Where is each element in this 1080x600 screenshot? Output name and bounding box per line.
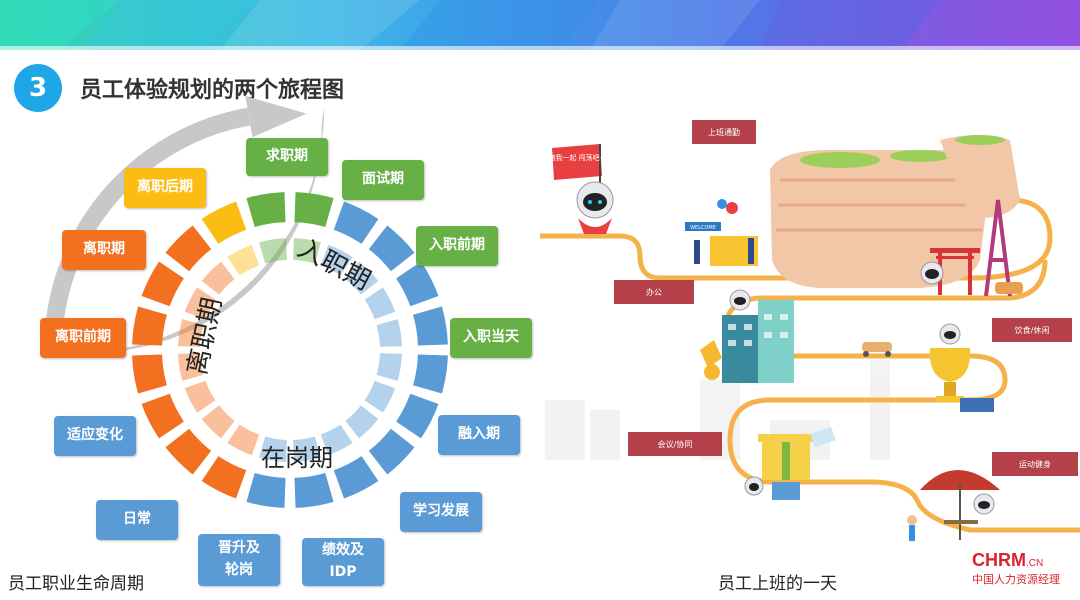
ring-outer-segment — [246, 192, 286, 227]
logo-sub-text: 中国人力资源经理 — [972, 573, 1060, 586]
stop-tag-meeting: 会议/协同 — [628, 432, 722, 456]
ring-inner-segment — [178, 319, 204, 347]
office-building-illustration — [700, 289, 794, 383]
logo-main-text: CHRM — [972, 550, 1026, 570]
ring-inner-segment — [364, 287, 396, 320]
chrm-logo: CHRM .CN 中国人力资源经理 — [972, 550, 1072, 592]
mascot-flag-text: 随我一起 闯荡吧~ — [548, 153, 605, 162]
stage-pre-leave: 离职前期 — [40, 318, 126, 358]
ring-inner-segment — [376, 353, 402, 381]
ring-outer-segment — [141, 393, 184, 439]
ring-inner-segment — [178, 353, 204, 381]
ring-outer-segment — [333, 201, 379, 244]
stage-integration: 融入期 — [438, 415, 520, 455]
section-header: 3 员工体验规划的两个旅程图 — [14, 64, 344, 112]
ring-inner-segment — [201, 261, 235, 295]
workday-illustration: 随我一起 闯荡吧~ WELCOME — [540, 135, 1080, 541]
lifecycle-cycle-arrow — [44, 95, 325, 353]
onboarding-phase-label: 入职期 — [292, 233, 375, 296]
ring-outer-segment — [396, 393, 439, 439]
ring-inner-segment — [345, 405, 379, 439]
ring-inner-segment — [376, 319, 402, 347]
stage-post-leave: 离职后期 — [124, 168, 206, 208]
ring-outer-segment — [141, 261, 184, 307]
ring-inner-segment — [364, 380, 396, 413]
welcome-desk-illustration: WELCOME — [685, 199, 758, 266]
stage-interview: 面试期 — [342, 160, 424, 200]
ring-outer-segment — [368, 225, 415, 272]
top-banner — [0, 0, 1080, 50]
ring-inner-segment — [201, 405, 235, 439]
stop-tag-commute: 上班通勤 — [692, 120, 756, 144]
ring-outer-segment — [294, 192, 334, 227]
workday-caption: 员工上班的一天 — [718, 574, 837, 594]
sports-illustration — [907, 470, 1000, 541]
welcome-sign-text: WELCOME — [690, 225, 716, 231]
ring-inner-segment — [184, 287, 216, 320]
stop-tag-sports: 运动健身 — [992, 452, 1078, 476]
stage-seeking: 求职期 — [246, 138, 328, 176]
stage-entry-day: 入职当天 — [450, 318, 532, 358]
lifecycle-caption: 员工职业生命周期 — [8, 574, 144, 594]
ring-outer-segment — [368, 428, 415, 475]
ring-outer-segment — [132, 354, 167, 394]
stop-tag-office: 办公 — [614, 280, 694, 304]
lifecycle-outer-segments — [132, 192, 448, 508]
stage-daily: 日常 — [96, 500, 178, 540]
logo-suffix-text: .CN — [1026, 558, 1044, 569]
page-title: 员工体验规划的两个旅程图 — [80, 78, 345, 103]
stage-promotion: 晋升及 轮岗 — [198, 534, 280, 586]
lifecycle-inner-segments — [178, 238, 402, 462]
ring-outer-segment — [246, 473, 286, 508]
ring-outer-segment — [413, 354, 448, 394]
cycle-arrow-head — [245, 95, 307, 138]
mascot-robot-commute — [920, 261, 944, 285]
ring-inner-segment — [184, 380, 216, 413]
dining-illustration — [862, 323, 994, 412]
ring-outer-segment — [132, 306, 167, 346]
ring-outer-segment — [413, 306, 448, 346]
stage-leaving: 离职期 — [62, 230, 146, 270]
ring-outer-segment — [165, 428, 212, 475]
ring-inner-segment — [345, 261, 379, 295]
stage-performance: 绩效及 IDP — [302, 538, 384, 586]
banner-graphic — [0, 0, 1080, 50]
ring-outer-segment — [201, 456, 247, 499]
stage-adapt: 适应变化 — [54, 416, 136, 456]
stage-pre-entry: 入职前期 — [416, 226, 498, 266]
ring-outer-segment — [201, 201, 247, 244]
hq-building-illustration — [770, 135, 1020, 288]
ring-inner-segment — [293, 238, 321, 264]
ring-inner-segment — [227, 244, 260, 276]
stage-development: 学习发展 — [400, 492, 482, 532]
cycle-arrow-band — [44, 107, 251, 331]
stop-tag-dining: 饮食/休闲 — [992, 318, 1072, 342]
ring-inner-segment — [259, 238, 287, 264]
ring-inner-segment — [320, 244, 353, 276]
ring-outer-segment — [165, 225, 212, 272]
ring-inner-segment — [320, 424, 353, 456]
meeting-illustration — [744, 426, 836, 500]
lifecycle-diagram: 入职期 离职期 在岗期 — [44, 95, 448, 508]
road-segment-3 — [727, 397, 1080, 533]
section-number-badge: 3 — [14, 64, 62, 112]
mascot-robot-flag: 随我一起 闯荡吧~ — [548, 144, 614, 234]
ring-inner-segment — [293, 436, 321, 462]
ring-inner-segment — [227, 424, 260, 456]
ring-outer-segment — [333, 456, 379, 499]
ring-outer-segment — [294, 473, 334, 508]
ring-inner-segment — [259, 436, 287, 462]
ring-outer-segment — [396, 261, 439, 307]
tenure-phase-label: 在岗期 — [261, 444, 333, 472]
